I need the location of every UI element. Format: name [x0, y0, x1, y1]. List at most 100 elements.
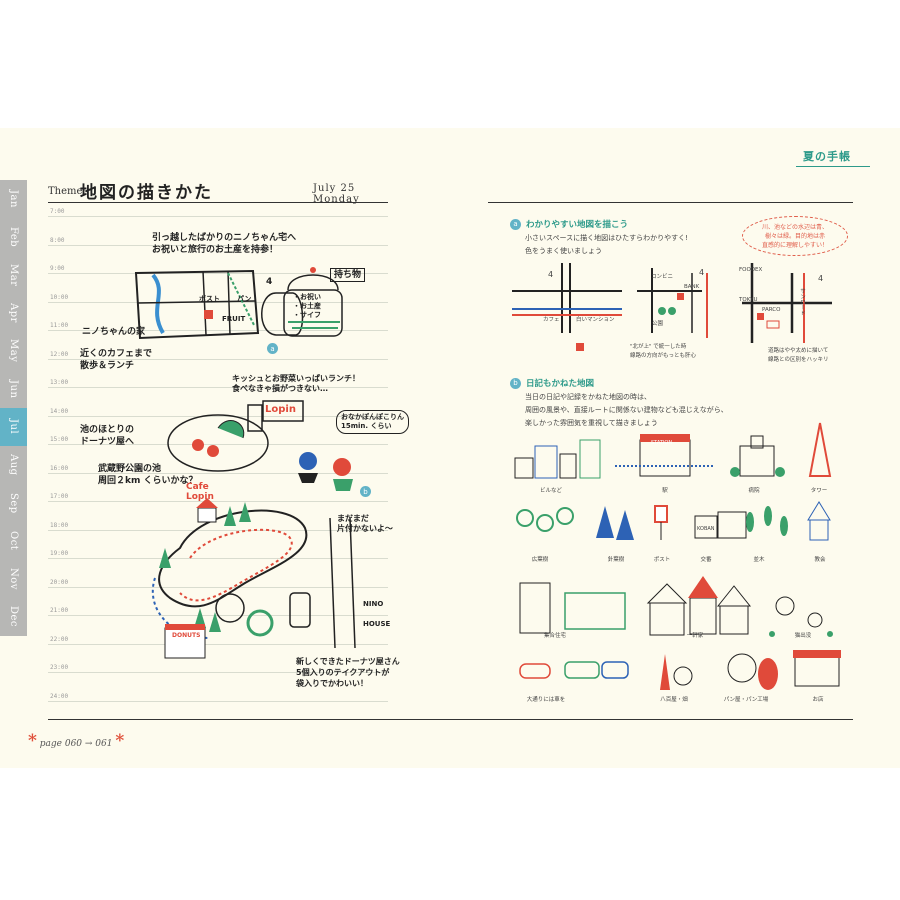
month-tab-sep[interactable]: Sep [0, 484, 27, 523]
ruled-line [48, 700, 388, 702]
map-label-mansion: 白いマンション [576, 317, 615, 323]
note-quiche: キッシュとお野菜いっぱいランチ！ 食べなきゃ損がつきない… [232, 374, 360, 393]
month-tab-label: Feb [8, 226, 19, 248]
month-tab-jun[interactable]: Jun [0, 370, 27, 409]
koban-sign: KOBAN [697, 526, 715, 532]
time-label: 8:00 [50, 236, 65, 244]
page-title: 地図の描きかた [80, 183, 213, 203]
ruled-line [48, 672, 388, 673]
section-b-title: 日記もかねた地図 [526, 379, 595, 389]
note-stomach: おなかぽんぽこりん 15min. くらい [336, 410, 409, 434]
map-icon-sheet [514, 422, 841, 690]
theme-header: Theme: 地図の描きかた July 25 Monday [48, 178, 388, 205]
caption-building: ビルなど [539, 488, 562, 494]
house-label: HOUSE [363, 620, 391, 628]
caption-koban: 交番 [700, 557, 712, 563]
month-tab-nov[interactable]: Nov [0, 560, 27, 599]
map-label-tokyu: TOKYU [739, 297, 758, 303]
section-a-header: a わかりやすい地図を描こう [510, 218, 628, 230]
month-tab-label: Mar [8, 263, 19, 287]
month-tab-label: Jun [8, 379, 19, 399]
month-tab-oct[interactable]: Oct [0, 522, 27, 561]
belongings-label: 持ち物 [330, 268, 366, 282]
note-cafe-lunch: 近くのカフェまで 散歩＆ランチ [80, 349, 153, 371]
month-tab-label: Jul [8, 419, 19, 435]
map3-route-number: 4 [818, 274, 824, 283]
header-rule-right [488, 202, 853, 203]
marker-b: b [360, 486, 371, 497]
section-b-body: 当日の日記や記録をかねた地図の時は、 周囲の風景や、直接ルートに関係ない建物など… [525, 393, 728, 427]
caption-cars: 大通りには車を [526, 697, 566, 703]
time-label: 11:00 [50, 322, 69, 329]
time-label: 22:00 [50, 635, 69, 643]
ruled-line [48, 444, 388, 445]
month-tab-jul[interactable]: Jul [0, 408, 27, 447]
time-label: 10:00 [50, 293, 69, 301]
section-a-title: わかりやすい地図を描こう [526, 220, 629, 230]
month-tab-jan[interactable]: Jan [0, 180, 27, 219]
note-park: 武蔵野公園の池 周回２km くらいかな？ [98, 464, 198, 486]
map-label-foodex: FOODEX [739, 267, 763, 273]
time-label: 23:00 [50, 664, 69, 671]
month-tab-mar[interactable]: Mar [0, 256, 27, 295]
caption-shop: お店 [812, 697, 824, 703]
note-move: 引っ越したばかりのニノちゃん宅へ お祝いと旅行のお土産を持参！ [152, 232, 296, 256]
ruled-line [48, 415, 388, 417]
caption-conifer: 針葉樹 [607, 557, 625, 563]
map-fruit: FRUIT [222, 315, 246, 323]
brand-underline [796, 166, 870, 167]
map-label-park: 公園 [652, 321, 664, 327]
month-tab-label: Jan [8, 190, 19, 208]
month-tab-label: Oct [8, 531, 19, 551]
ruled-line [48, 472, 388, 474]
month-tab-apr[interactable]: Apr [0, 294, 27, 333]
time-label: 17:00 [50, 493, 69, 500]
month-tab-may[interactable]: May [0, 332, 27, 371]
gift-basket-drawing [283, 267, 343, 337]
nino-label: NINO [363, 600, 384, 608]
time-label: 7:00 [50, 208, 65, 215]
lunch-plate-drawing [167, 400, 353, 491]
section-a-body: 小さいスペースに描く地図はひたすらわかりやすく! 色をうまく使いましょう [525, 234, 688, 255]
ruled-line [48, 501, 388, 502]
ruled-line [48, 273, 388, 274]
ruled-line [48, 330, 388, 331]
note-nino-home: ニノちゃんの家 [82, 327, 146, 337]
home-map-drawing [134, 269, 304, 340]
caption-apartment: 集合住宅 [543, 633, 566, 639]
month-tab-aug[interactable]: Aug [0, 446, 27, 485]
note-not-yet: まだまだ 片付かないよ〜 [337, 514, 393, 533]
tip-bubble: 川、池などの水辺は青、 樹々は緑。目的地は赤 直感的に理解しやすい！ [742, 216, 848, 256]
map-label-conbini: コンビニ [651, 274, 674, 280]
map-label-cafe: カフェ [543, 317, 560, 323]
note-new-donut: 新しくできたドーナツ屋さん 5個入りのテイクアウトが 袋入りでかわいい！ [296, 657, 400, 688]
donuts-sign: DONUTS [172, 632, 201, 639]
month-tab-label: Nov [8, 568, 19, 590]
ruled-line [48, 358, 388, 360]
page-number: page 060 → 061 [39, 739, 113, 749]
star-icon: * [28, 731, 37, 751]
map-label-parco: PARCO [762, 307, 781, 313]
caption-cats: 猫出没 [794, 633, 812, 639]
theme-label: Theme: [48, 186, 86, 197]
time-label: 12:00 [50, 350, 69, 358]
park-route-drawing [151, 498, 356, 659]
month-tab-label: Sep [8, 492, 19, 514]
time-label: 15:00 [50, 436, 69, 443]
ruled-line [48, 558, 388, 559]
marker-a: a [267, 343, 278, 354]
tip-bubble-text: 川、池などの水辺は青、 樹々は緑。目的地は赤 直感的に理解しやすい！ [761, 223, 828, 249]
caption-church: 教会 [814, 557, 826, 563]
station-sign: STATION [651, 440, 673, 446]
month-tab-dec[interactable]: Dec [0, 598, 27, 637]
ruled-line [48, 244, 388, 246]
ruled-line [48, 387, 388, 388]
caption-post: ポスト [653, 557, 671, 563]
brand-title: 夏の手帳 [803, 150, 851, 163]
section-b-header: b 日記もかねた地図 [510, 377, 594, 389]
ruled-line [48, 529, 388, 531]
caption-tower: タワー [810, 488, 828, 494]
month-tab-label: May [8, 339, 19, 363]
month-tab-feb[interactable]: Feb [0, 218, 27, 257]
